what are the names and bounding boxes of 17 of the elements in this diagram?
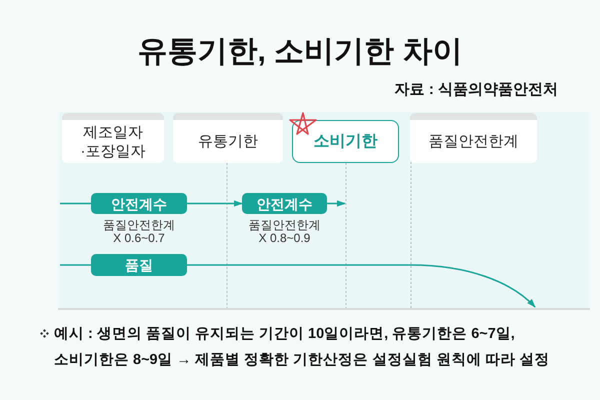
header-tab: 소비기한 <box>292 120 399 163</box>
header-tab: 유통기한 <box>173 113 283 163</box>
formula-note: 품질안전한계 X 0.8~0.9 <box>248 219 322 245</box>
label-pill: 품질 <box>91 254 187 276</box>
connector-line <box>60 264 91 266</box>
example-note: 예시 : 생면의 품질이 유지되는 기간이 10일이라면, 유통기한은 6~7일, 소비기한은 8~9일 → 제품별 정확한 기한산정은 설정실험 원칙에 따라 설정 <box>54 325 550 370</box>
title: 유통기한, 소비기한 차이 <box>136 34 464 70</box>
label-pill: 안전계수 <box>242 193 327 214</box>
source-note: 자료 : 식품의약품안전처 <box>394 80 558 100</box>
arrow <box>187 264 536 308</box>
arrow <box>327 200 346 207</box>
header-tab: 품질안전한계 <box>410 113 537 163</box>
header-tab: 제조일자 ·포장일자 <box>62 113 164 163</box>
formula-note: 품질안전한계 X 0.6~0.7 <box>102 219 176 245</box>
connector-line <box>60 202 91 204</box>
label-pill: 안전계수 <box>91 193 187 214</box>
arrow <box>187 200 243 207</box>
